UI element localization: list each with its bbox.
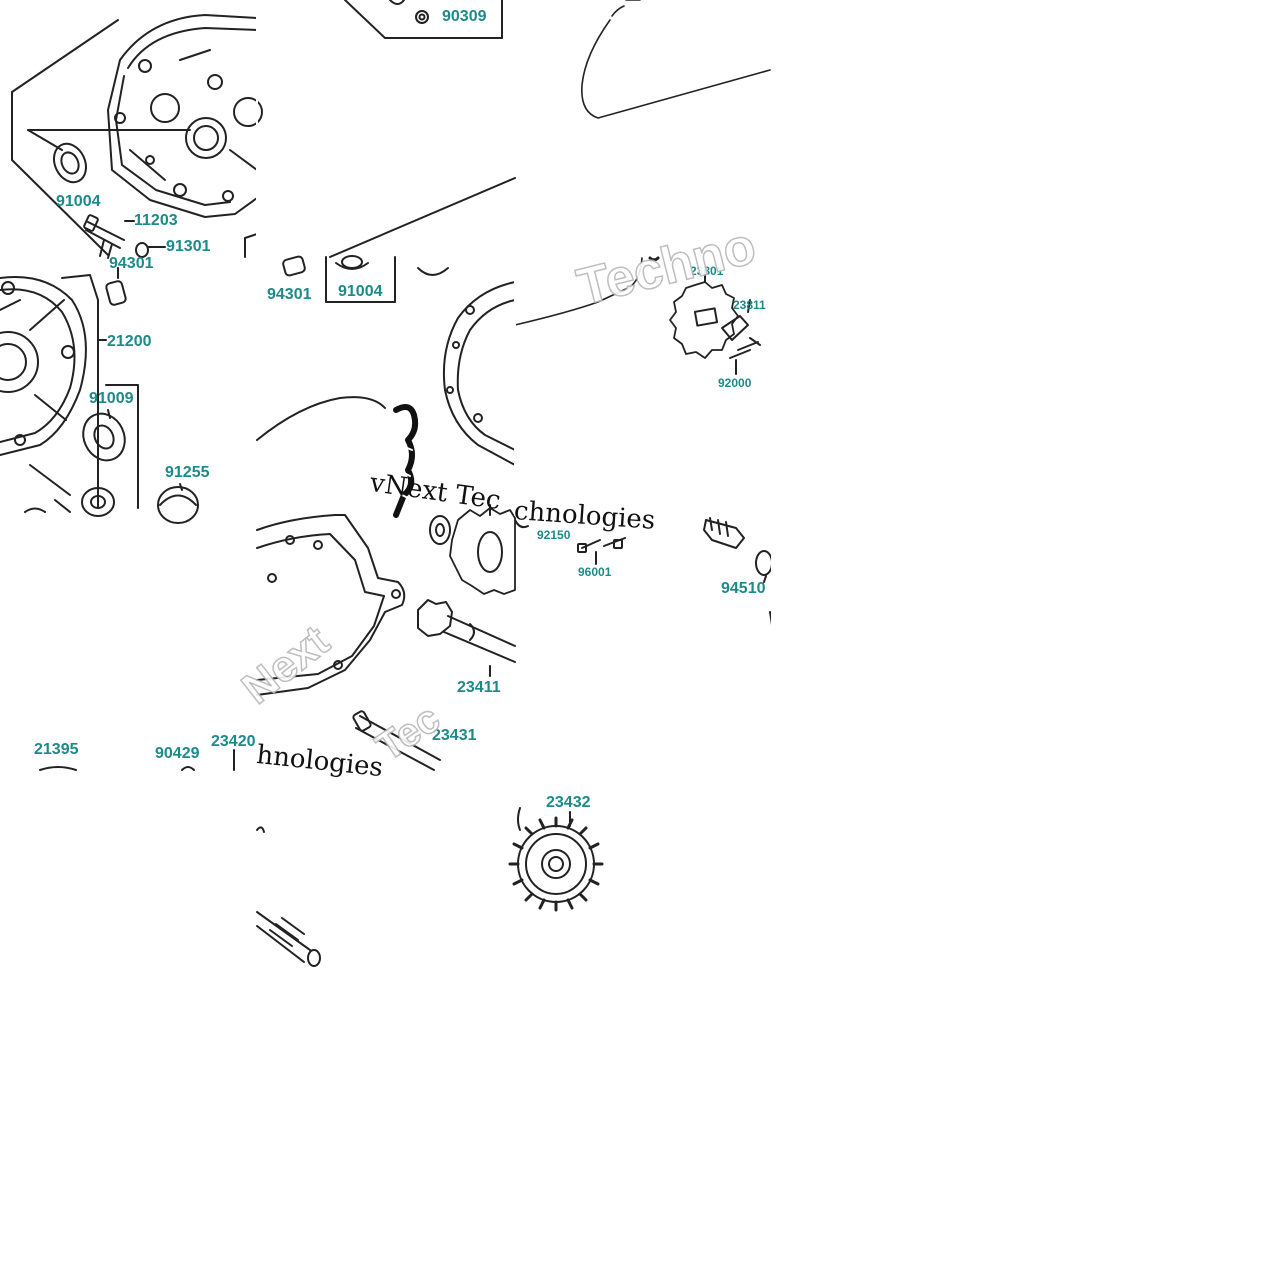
part-label-94301-b: 94301 [267,286,312,303]
part-label-92150: 92150 [537,528,571,542]
part-label-23432: 23432 [546,794,591,811]
output-shaft-drawing [256,826,321,967]
part-label-23420: 23420 [211,733,256,750]
part-label-21200: 21200 [107,333,152,350]
part-label-94510: 94510 [721,580,766,597]
part-label-90309: 90309 [442,8,487,25]
gasket-outline-upper-drawing [581,0,771,119]
part-label-21395: 21395 [34,741,79,758]
part-label-23431: 23431 [432,727,477,744]
crankcase-lower-drawing [0,267,199,524]
part-label-92000: 92000 [718,376,752,390]
shaft-and-circlip-drawing [514,517,773,626]
gearbox-gasket-and-shaft-drawing [256,504,516,771]
part-label-11203: 11203 [134,212,178,229]
part-label-96001: 96001 [578,565,612,579]
part-label-91301: 91301 [166,238,211,255]
part-label-23411: 23411 [457,679,501,696]
crankcase-cover-upper-drawing [11,14,263,259]
part-label-91004-a: 91004 [56,193,101,210]
part-label-94301-a: 94301 [109,255,154,272]
chain-and-gasket-drawing [256,255,516,518]
part-label-91009: 91009 [89,390,134,407]
part-label-91255: 91255 [165,464,210,481]
lower-left-leaders-drawing [39,749,235,771]
oil-pump-sprocket-drawing [514,256,761,375]
part-label-90429: 90429 [155,745,200,762]
part-label-23801: 23801 [690,264,724,278]
part-label-91004-b: 91004 [338,283,383,300]
gear-23432-drawing [508,807,604,912]
nut-bracket-drawing [329,0,516,258]
part-label-23811: 23811 [733,298,766,312]
